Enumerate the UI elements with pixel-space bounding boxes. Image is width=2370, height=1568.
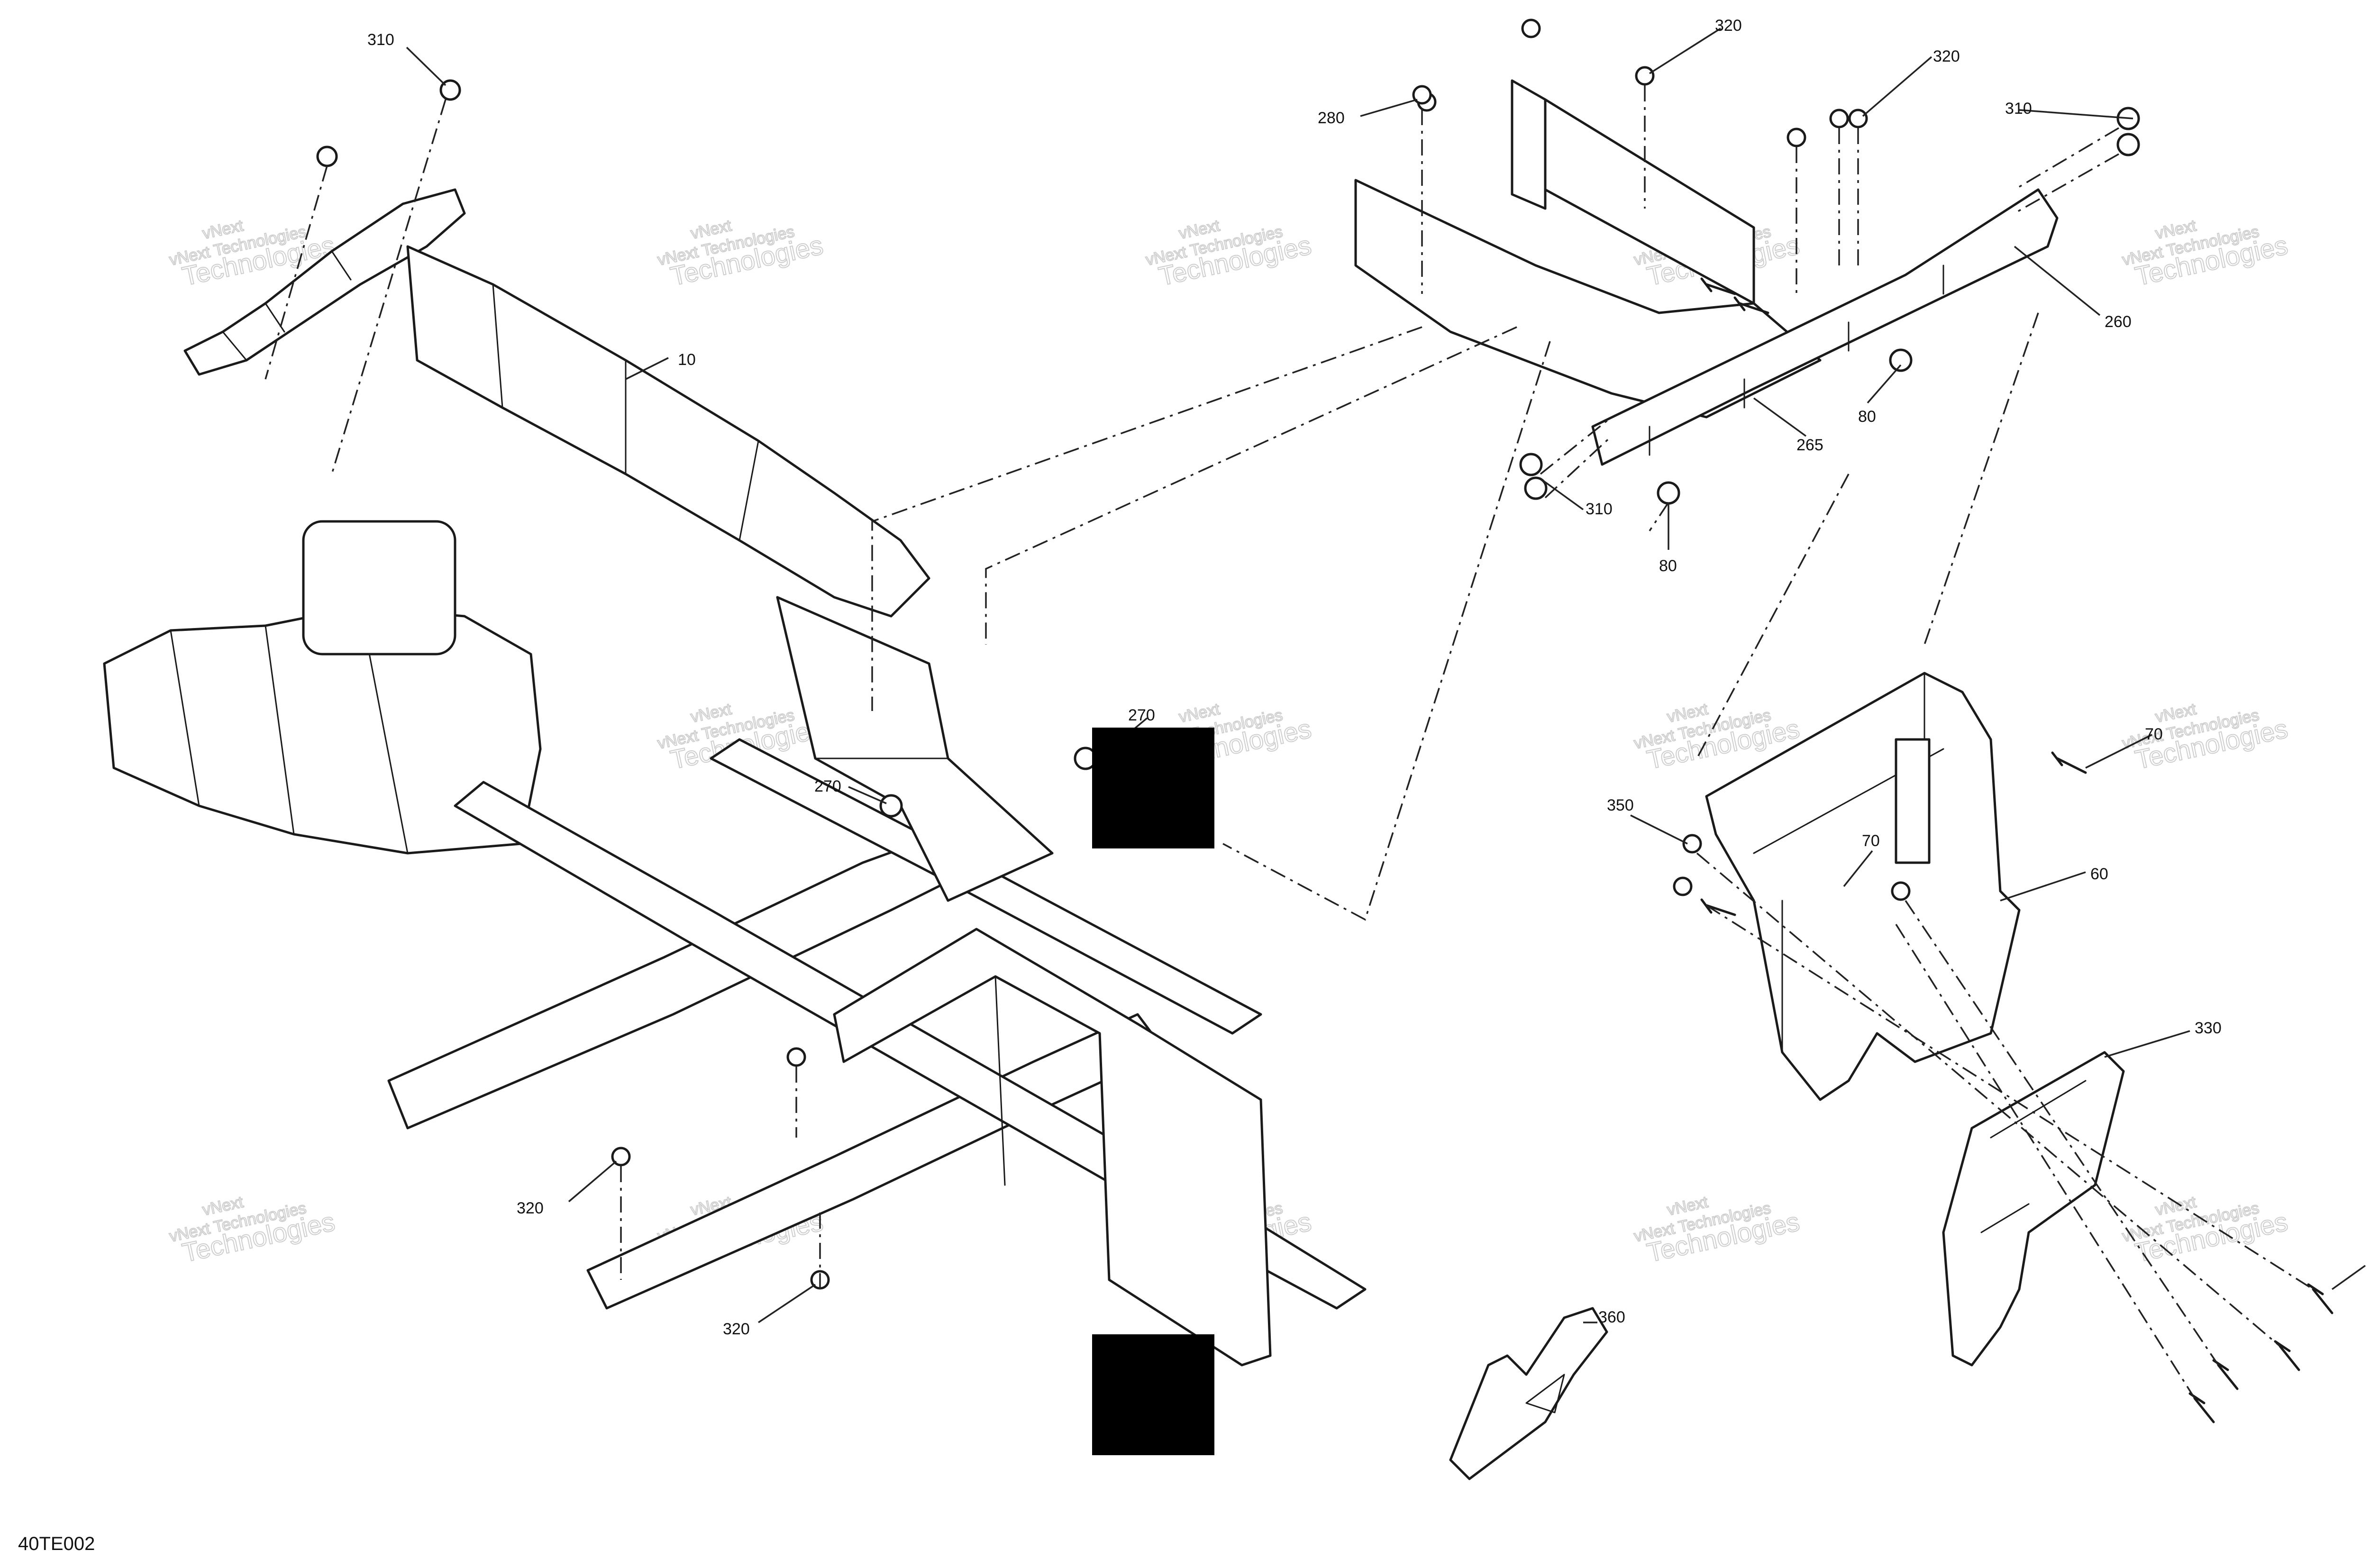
callout-80: 80 <box>1659 557 1677 575</box>
callout-320: 320 <box>1715 17 1742 35</box>
nut-icon <box>1889 348 1913 372</box>
watermark: vNext vNext Technologies Technologies <box>2120 216 2291 292</box>
watermark: vNext vNext Technologies Technologies <box>656 216 826 292</box>
main-frame-part-10 <box>103 188 1367 1367</box>
watermark: vNext vNext Technologies Technologies <box>1632 1193 1803 1268</box>
callout-320: 320 <box>517 1199 544 1217</box>
nut-icon <box>611 1147 631 1167</box>
redaction-box <box>1092 728 1214 848</box>
nut-icon <box>1524 476 1548 500</box>
nut-icon <box>786 1047 806 1067</box>
callout-320: 320 <box>723 1320 750 1338</box>
watermark: vNext vNext Technologies Technologies <box>167 1193 338 1268</box>
bolt-icon <box>1700 277 1736 295</box>
plate-part-330 <box>1942 1051 2125 1367</box>
nut-icon <box>316 146 338 167</box>
bracket-part-60 <box>1705 672 2021 1101</box>
callout-310: 310 <box>367 31 394 49</box>
bolt-icon <box>1733 296 1769 314</box>
nut-icon <box>1829 109 1849 128</box>
callout-270: 270 <box>1128 706 1155 724</box>
watermark: vNext vNext Technologies Technologies <box>1144 216 1314 292</box>
nut-icon <box>1673 876 1693 896</box>
callout-310: 310 <box>1586 500 1613 518</box>
bracket-part-360 <box>1449 1307 1608 1480</box>
nut-icon <box>1412 85 1432 105</box>
nut-icon <box>879 794 903 818</box>
leader-lines <box>406 27 2366 1323</box>
nut-icon <box>1635 66 1655 86</box>
callout-60: 60 <box>2090 865 2108 883</box>
nut-icon <box>1657 481 1680 505</box>
nut-icon <box>1519 453 1543 476</box>
callout-350: 350 <box>1607 796 1634 814</box>
watermark: vNext vNext Technologies Technologies <box>2120 700 2291 775</box>
redaction-box <box>1092 1334 1214 1455</box>
callout-360: 360 <box>1598 1308 1625 1326</box>
upper-subframe-part-260 <box>1354 79 2059 466</box>
nut-icon <box>1682 834 1702 854</box>
callout-280: 280 <box>1318 109 1345 127</box>
callout-270: 270 <box>814 777 841 795</box>
callout-10: 10 <box>678 351 696 369</box>
callout-70: 70 <box>2145 725 2163 743</box>
assembly-lines <box>264 85 2314 1399</box>
callout-320: 320 <box>1933 47 1960 65</box>
callout-80: 80 <box>1858 408 1876 426</box>
callout-70: 70 <box>1862 832 1880 850</box>
nut-icon <box>1891 881 1911 901</box>
fasteners <box>316 18 2334 1423</box>
callout-265: 265 <box>1796 436 1823 454</box>
bolt-icon <box>2051 751 2087 774</box>
callout-330: 330 <box>2195 1019 2222 1037</box>
callout-310: 310 <box>2005 100 2032 118</box>
figure-id: 40TE002 <box>18 1533 95 1554</box>
bolt-icon <box>2307 1283 2334 1314</box>
callout-260: 260 <box>2105 313 2132 331</box>
nut-icon <box>1521 18 1541 38</box>
watermark: vNext vNext Technologies Technologies <box>2120 1193 2291 1268</box>
nut-icon <box>2116 133 2140 156</box>
nut-icon <box>1848 109 1868 128</box>
bolt-icon <box>2274 1340 2300 1371</box>
nut-icon <box>1787 128 1806 147</box>
callout-labels: 310 10 270 270 320 320 280 320 320 310 2… <box>367 17 2222 1338</box>
